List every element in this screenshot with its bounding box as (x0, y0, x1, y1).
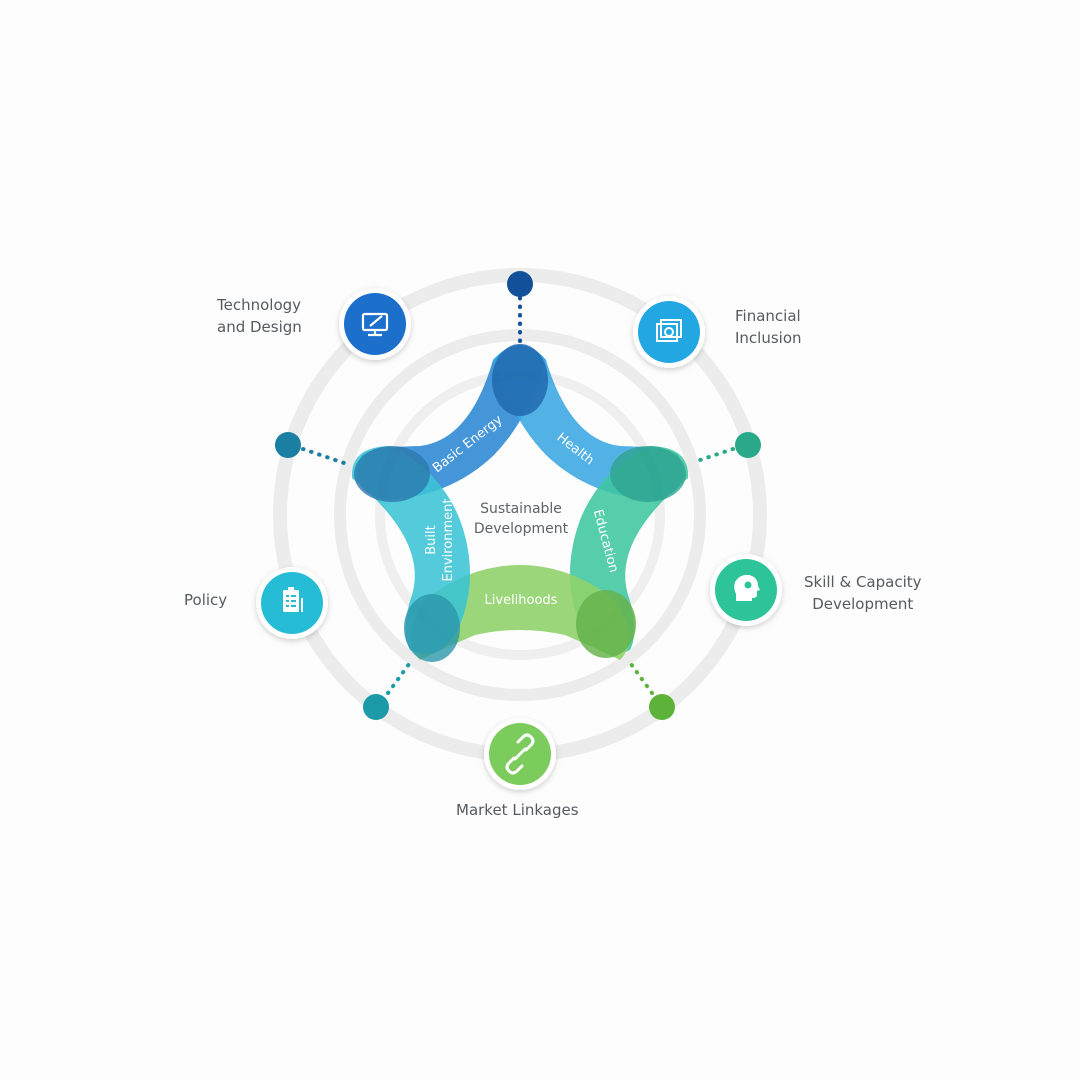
lobe-bottom-right (576, 590, 636, 658)
center-title-line1: Sustainable (480, 501, 562, 517)
node-dots (275, 271, 761, 720)
arm-label-built-line1: Built (424, 525, 439, 554)
connector-left (301, 447, 346, 465)
label-policy: Policy (184, 591, 228, 609)
monitor-icon (361, 312, 389, 337)
link-icon (505, 733, 535, 775)
node-technology-and-design[interactable] (339, 288, 411, 360)
dot-top (507, 271, 533, 297)
connectors (301, 296, 735, 695)
banknote-icon (656, 319, 682, 342)
arm-label-built-line2: Environment (441, 498, 456, 581)
clipboard-icon (283, 587, 303, 612)
lobe-left (354, 446, 430, 502)
connector-bottom-right (626, 658, 654, 695)
outer-nodes (256, 288, 782, 790)
lobe-bottom-left (404, 594, 460, 662)
node-financial-inclusion[interactable] (633, 296, 705, 368)
center-title: Sustainable Development (474, 501, 569, 537)
dot-right (735, 432, 761, 458)
center-title-line2: Development (474, 521, 569, 537)
dot-left (275, 432, 301, 458)
lobe-top (492, 344, 548, 416)
label-technology-and-design: Technology and Design (217, 296, 302, 336)
connector-right (692, 447, 735, 464)
label-skill-capacity-development: Skill & Capacity Development (804, 573, 922, 613)
label-financial-inclusion: Financial Inclusion (735, 307, 802, 347)
dot-bottom-right (649, 694, 675, 720)
head-gear-icon (734, 574, 760, 601)
label-market-linkages: Market Linkages (456, 801, 579, 819)
arm-label-livelihoods: Livelihoods (485, 593, 558, 608)
middle-ring (334, 329, 706, 701)
dot-bottom-left (363, 694, 389, 720)
lobe-right (610, 446, 686, 502)
star-shape (351, 344, 689, 662)
connector-bottom-left (386, 658, 414, 695)
